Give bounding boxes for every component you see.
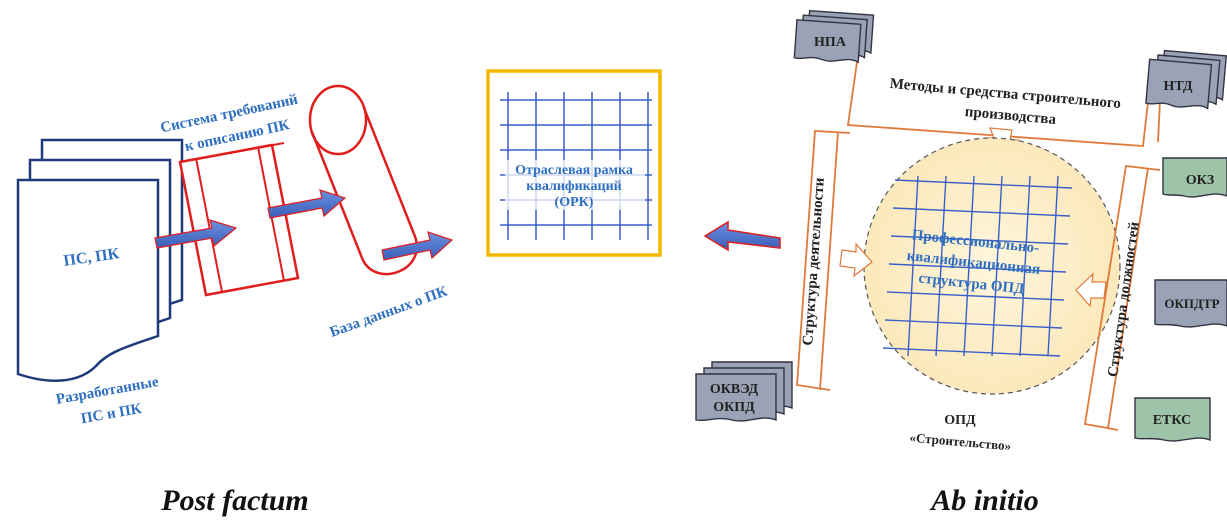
opd-label-line1: ОПД xyxy=(944,413,976,428)
positions-bracket xyxy=(1083,165,1161,431)
etks-doc xyxy=(1134,397,1211,442)
framework-label-line3: (ОРК) xyxy=(555,195,594,210)
framework-label-line1: Отраслевая рамка xyxy=(515,163,633,178)
activity-label: Структура деятельности xyxy=(800,177,828,346)
positions-left-arrow xyxy=(1075,272,1107,308)
flow-arrow-3 xyxy=(381,231,454,261)
okved-doc-stack xyxy=(695,361,793,422)
framework-label-line2: квалификаций xyxy=(526,179,621,194)
ab-initio-caption: Ab initio xyxy=(929,484,1039,517)
methods-label-line2: производства xyxy=(964,104,1057,128)
npa-label: НПА xyxy=(814,35,847,50)
framework-input-arrow xyxy=(703,220,781,252)
okpdtr-label: ОКПДТР xyxy=(1164,296,1219,311)
professional-structure-grid xyxy=(882,175,1073,357)
developed-label-line2: ПС и ПК xyxy=(80,401,143,427)
activity-right-arrow xyxy=(839,242,873,278)
activity-bracket xyxy=(796,130,851,391)
flow-arrow-1 xyxy=(154,219,238,249)
okved-label-line2: ОКПД xyxy=(713,400,755,415)
etks-label: ЕТКС xyxy=(1153,413,1192,428)
opd-label-line2: «Строительство» xyxy=(909,430,1012,454)
developed-documents-stack xyxy=(16,138,184,382)
framework-label-bg xyxy=(505,160,645,210)
database-cylinder xyxy=(308,84,418,276)
okz-doc xyxy=(1162,157,1227,198)
flow-arrow-2 xyxy=(267,189,347,219)
okz-label: ОКЗ xyxy=(1186,173,1214,188)
ntd-label: НТД xyxy=(1164,79,1193,94)
npa-doc-stack xyxy=(793,9,875,64)
post-factum-caption: Post factum xyxy=(160,484,309,517)
ntd-doc-stack xyxy=(1145,49,1227,110)
okved-label-line1: ОКВЭД xyxy=(710,382,759,397)
okpdtr-doc xyxy=(1154,279,1227,328)
requirements-system-shape xyxy=(178,142,300,297)
database-label: База данных о ПК xyxy=(328,284,450,341)
